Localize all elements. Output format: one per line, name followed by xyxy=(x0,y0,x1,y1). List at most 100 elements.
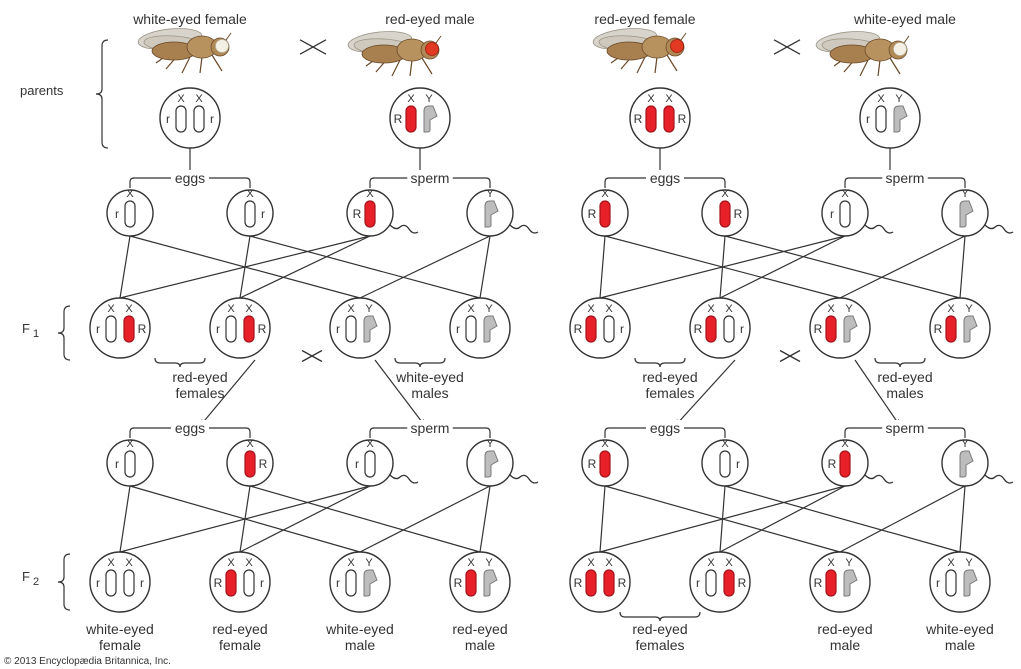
x-chromosome-white-allele xyxy=(193,105,205,133)
f2-phenotype-label: red-eyed xyxy=(817,621,872,637)
sperm-tail xyxy=(509,474,539,484)
chromosome-label-x: X xyxy=(246,188,254,200)
gamete-bracket-label: eggs xyxy=(650,420,680,436)
x-chromosome-white-allele xyxy=(244,200,256,228)
chromosome-label-x: X xyxy=(125,303,133,315)
f2-phenotype-label: female xyxy=(99,637,141,653)
x-chromosome-red-allele xyxy=(585,315,597,343)
y-chromosome xyxy=(959,200,974,228)
red-eye xyxy=(670,39,684,53)
bracket-label-bg xyxy=(882,420,928,434)
chromosome-label-x: X xyxy=(605,557,613,569)
y-chromosome xyxy=(963,315,978,343)
allele-label-white: r xyxy=(740,322,744,336)
x-chromosome-white-allele xyxy=(124,200,136,228)
f1-female-group-label: females xyxy=(645,385,694,401)
allele-label-white: r xyxy=(166,112,170,126)
allele-label-white: r xyxy=(336,322,340,336)
group-brace xyxy=(394,357,446,368)
allele-label-red: R xyxy=(618,576,627,590)
cross-symbol xyxy=(773,39,801,55)
allele-label-red: R xyxy=(694,322,703,336)
x-chromosome-red-allele xyxy=(839,450,851,478)
allele-label-red: R xyxy=(588,207,597,221)
chromosome-label-x: X xyxy=(126,438,134,450)
f2-phenotype-label: male xyxy=(465,637,496,653)
fertilization-line xyxy=(129,235,361,299)
chromosome-label-x: X xyxy=(707,557,715,569)
allele-label-red: R xyxy=(258,322,267,336)
cross-symbol xyxy=(301,349,323,363)
fertilization-line xyxy=(599,485,606,553)
chromosome-label-x: X xyxy=(107,557,115,569)
x-chromosome-red-allele xyxy=(225,569,237,597)
f1-offspring-cell xyxy=(689,297,751,359)
f2-phenotype-label: male xyxy=(945,637,976,653)
fly-antenna xyxy=(435,35,442,44)
allele-label-white: r xyxy=(210,112,214,126)
f2-phenotype-label: red-eyed xyxy=(212,621,267,637)
chromosome-label-x: X xyxy=(195,93,203,105)
fertilization-line xyxy=(129,485,361,553)
fertilization-line xyxy=(604,485,841,553)
x-chromosome-white-allele xyxy=(243,569,255,597)
x-chromosome-red-allele xyxy=(705,315,717,343)
chromosome-label-x: X xyxy=(721,438,729,450)
chromosome-label-x: X xyxy=(587,557,595,569)
gamete-bracket-label: sperm xyxy=(411,170,450,186)
x-chromosome-white-allele xyxy=(719,450,731,478)
x-chromosome-red-allele xyxy=(645,105,657,133)
chromosome-label-x: X xyxy=(877,93,885,105)
x-chromosome-white-allele xyxy=(345,315,357,343)
cross-symbol xyxy=(299,39,327,55)
male-fly-illustration xyxy=(815,31,910,77)
chromosome-label-x: X xyxy=(827,557,835,569)
x-chromosome-red-allele xyxy=(244,450,256,478)
chromosome-label-x: X xyxy=(841,438,849,450)
chromosome-label-x: X xyxy=(347,303,355,315)
x-chromosome-red-allele xyxy=(364,200,376,228)
descent-arrow-line xyxy=(374,359,426,427)
chromosome-label-x: X xyxy=(947,303,955,315)
f2-phenotype-label: white-eyed xyxy=(325,621,394,637)
allele-label-red: R xyxy=(828,457,837,471)
gamete-bracket-label: sperm xyxy=(886,170,925,186)
chromosome-label-y: Y xyxy=(961,188,969,200)
gamete-bracket-label: eggs xyxy=(175,170,205,186)
fertilization-line xyxy=(249,235,481,299)
fertilization-line xyxy=(239,235,371,299)
group-brace xyxy=(634,357,686,368)
chromosome-label-x: X xyxy=(245,557,253,569)
allele-label-red: R xyxy=(138,322,147,336)
x-chromosome-white-allele xyxy=(945,569,957,597)
bracket-label-bg xyxy=(407,420,453,434)
allele-label-red: R xyxy=(353,207,362,221)
y-chromosome xyxy=(363,569,378,597)
chromosome-label-y: Y xyxy=(895,93,903,105)
connector-lines xyxy=(57,39,966,622)
chromosome-label-x: X xyxy=(407,93,415,105)
fertilization-line xyxy=(359,485,491,553)
allele-label-white: r xyxy=(936,576,940,590)
chromosome-label-x: X xyxy=(467,557,475,569)
fertilization-line xyxy=(119,235,131,299)
chromosome-label-x: X xyxy=(827,303,835,315)
f2-offspring-cell xyxy=(689,551,751,613)
bracket-label-bg xyxy=(646,420,684,434)
chromosome-label-y: Y xyxy=(425,93,433,105)
female-fly-illustration xyxy=(137,28,232,74)
bracket-label-bg xyxy=(646,170,684,184)
chromosome-label-x: X xyxy=(366,188,374,200)
f2-offspring-cell xyxy=(929,551,991,613)
chromosome-label-x: X xyxy=(467,303,475,315)
sperm-tail xyxy=(864,474,894,484)
chromosome-label-x: X xyxy=(227,303,235,315)
fly-leg xyxy=(889,57,901,75)
parent-male-label: white-eyed male xyxy=(853,11,956,27)
f2-phenotype-label: female xyxy=(219,637,261,653)
chromosome-label-x: X xyxy=(246,438,254,450)
bracket-label-bg xyxy=(171,420,209,434)
fertilization-line xyxy=(479,485,491,553)
